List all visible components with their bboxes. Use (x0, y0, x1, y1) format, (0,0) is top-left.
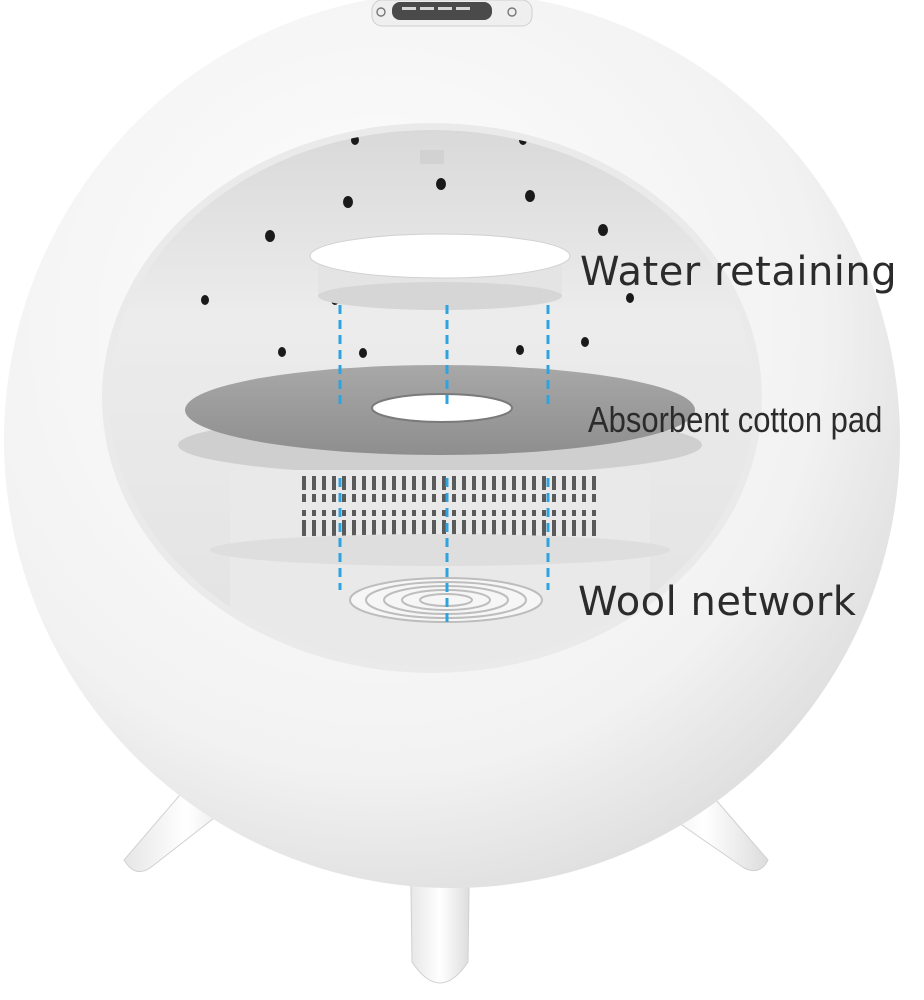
base-vents (210, 470, 670, 666)
label-absorbent-cotton-pad: Absorbent cotton pad (588, 399, 883, 440)
power-icon (376, 7, 386, 17)
water-retaining-tray (309, 233, 571, 310)
guide-lines (338, 305, 550, 622)
label-wool-network: Wool network (578, 579, 857, 625)
absorbent-cotton-pad (178, 365, 702, 475)
display-screen (392, 2, 492, 20)
control-panel (371, 0, 533, 27)
cavity-interior (109, 130, 755, 666)
label-water-retaining: Water retaining (580, 249, 898, 295)
mode-icon (507, 7, 517, 17)
